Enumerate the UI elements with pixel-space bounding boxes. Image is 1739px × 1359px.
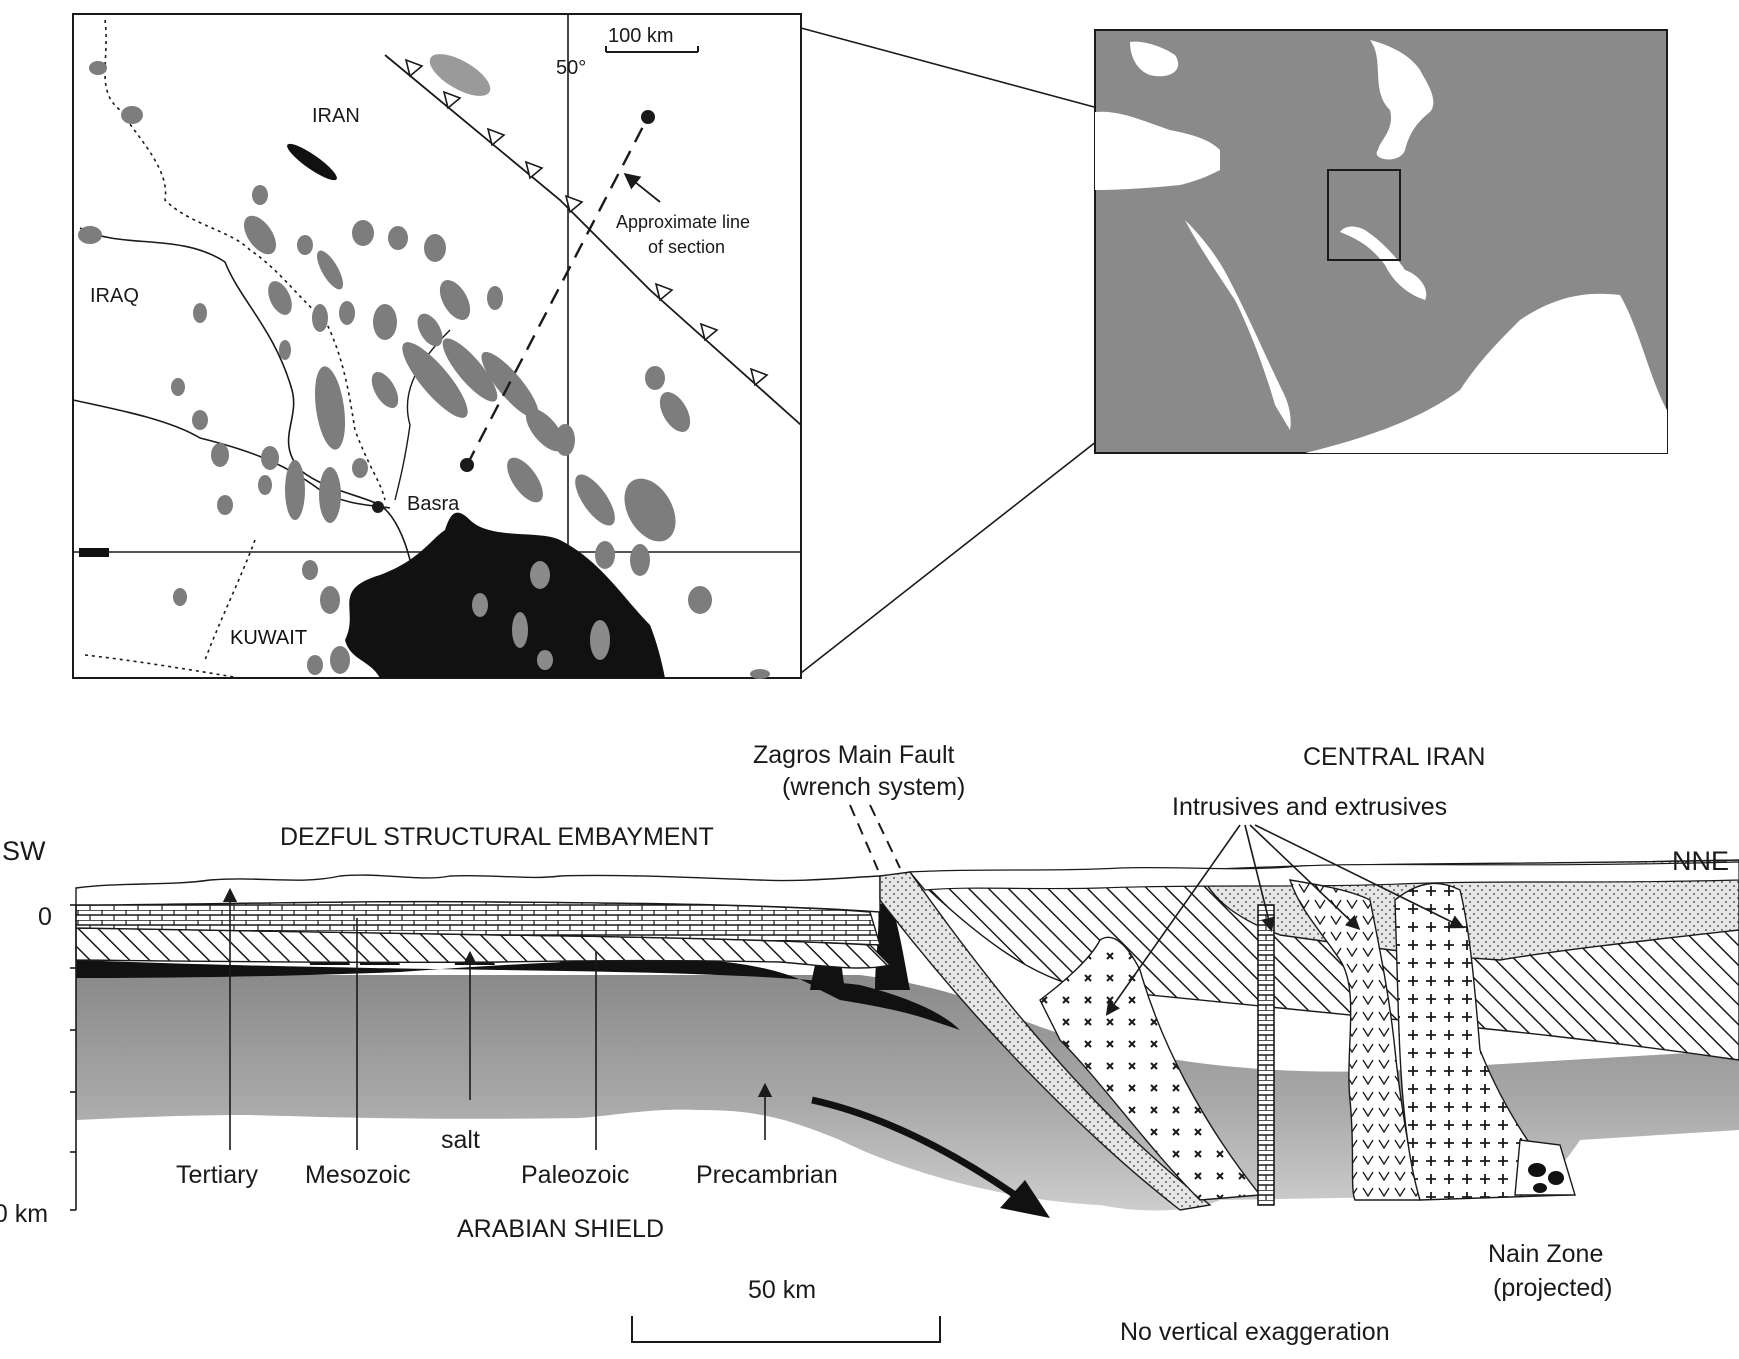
intrusives-label: Intrusives and extrusives (1172, 793, 1447, 821)
nain-label-line1: Nain Zone (1488, 1240, 1603, 1268)
dezful-heading: DEZFUL STRUCTURAL EMBAYMENT (280, 823, 714, 851)
inset-study-area-box (1327, 169, 1401, 261)
arabian-sea (1305, 293, 1667, 453)
nain-blobs (1528, 1163, 1564, 1193)
persian-gulf-inset (1340, 226, 1427, 300)
red-sea (1185, 220, 1291, 430)
central-iran-heading: CENTRAL IRAN (1303, 743, 1485, 771)
sw-label: SW (2, 836, 46, 866)
section-note-line2: of section (648, 237, 725, 257)
depth-axis (70, 904, 77, 1211)
tertiary-label: Tertiary (176, 1161, 258, 1189)
map-scale-label: 100 km (608, 25, 674, 47)
section-line (465, 116, 650, 466)
cross-section: 0 10 km SW NNE DEZFUL STRUCTURAL EMBAYME… (0, 741, 1739, 1346)
salt-layer (76, 959, 960, 1030)
section-scale-label: 50 km (748, 1276, 816, 1304)
section-end-sw (460, 458, 474, 472)
black-field (287, 143, 337, 181)
precambrian-basement (76, 975, 1739, 1211)
salt-label: salt (441, 1126, 480, 1154)
meridian-label: 50° (556, 57, 586, 79)
underthrust-arrowhead (1000, 1180, 1050, 1218)
country-iran: IRAN (312, 105, 360, 127)
oil-fields (78, 54, 770, 679)
section-pointer-arrow (623, 172, 661, 203)
zagros-thrust-line (384, 54, 802, 426)
exaggeration-note: No vertical exaggeration (1120, 1318, 1390, 1346)
precambrian-label: Precambrian (696, 1161, 838, 1189)
map-scale-bar (605, 46, 699, 53)
mesozoic-label: Mesozoic (305, 1161, 411, 1189)
volcanic-dike (1257, 904, 1275, 1206)
city-basra: Basra (407, 493, 460, 515)
section-note-line1: Approximate line (616, 212, 750, 232)
euphrates-river (72, 399, 391, 509)
persian-gulf (345, 512, 665, 678)
nain-label-line2: (projected) (1493, 1274, 1613, 1302)
zagros-fault-dashes (849, 804, 901, 871)
granite-intrusion (1039, 936, 1262, 1201)
location-map: 100 km 50° IRAN IRAQ KUWAIT Basra Approx… (72, 13, 802, 679)
black-field-2 (79, 548, 109, 557)
paleozoic-label: Paleozoic (521, 1161, 629, 1189)
depth-top-label: 0 (38, 903, 52, 931)
country-kuwait: KUWAIT (230, 627, 307, 649)
thrust-teeth (404, 58, 769, 387)
surface-cover (75, 874, 881, 913)
section-end-nne (641, 110, 655, 124)
black-sea (1130, 41, 1179, 77)
offshore-fields (472, 561, 610, 670)
kuwait-border (84, 539, 256, 679)
unit-pointers (222, 887, 773, 1150)
fault-label-line1: Zagros Main Fault (753, 741, 955, 769)
intrusive-pluton (1394, 882, 1572, 1201)
regional-inset-map (1094, 29, 1668, 454)
country-iraq: IRAQ (90, 285, 139, 307)
iran-iraq-border (104, 19, 386, 501)
basra-dot (372, 501, 384, 513)
zagros-fault-zone (879, 871, 1212, 1211)
depth-bottom-label: 10 km (0, 1200, 48, 1228)
intrusive-leaders (1105, 824, 1465, 1016)
underthrust-arrow (811, 1096, 1017, 1198)
nne-label: NNE (1672, 846, 1729, 876)
fault-label-line2: (wrench system) (782, 773, 965, 801)
arabian-shield-label: ARABIAN SHIELD (457, 1215, 664, 1243)
mediterranean (1095, 111, 1220, 190)
caspian-sea (1370, 40, 1434, 160)
section-scale-bar (631, 1316, 941, 1343)
